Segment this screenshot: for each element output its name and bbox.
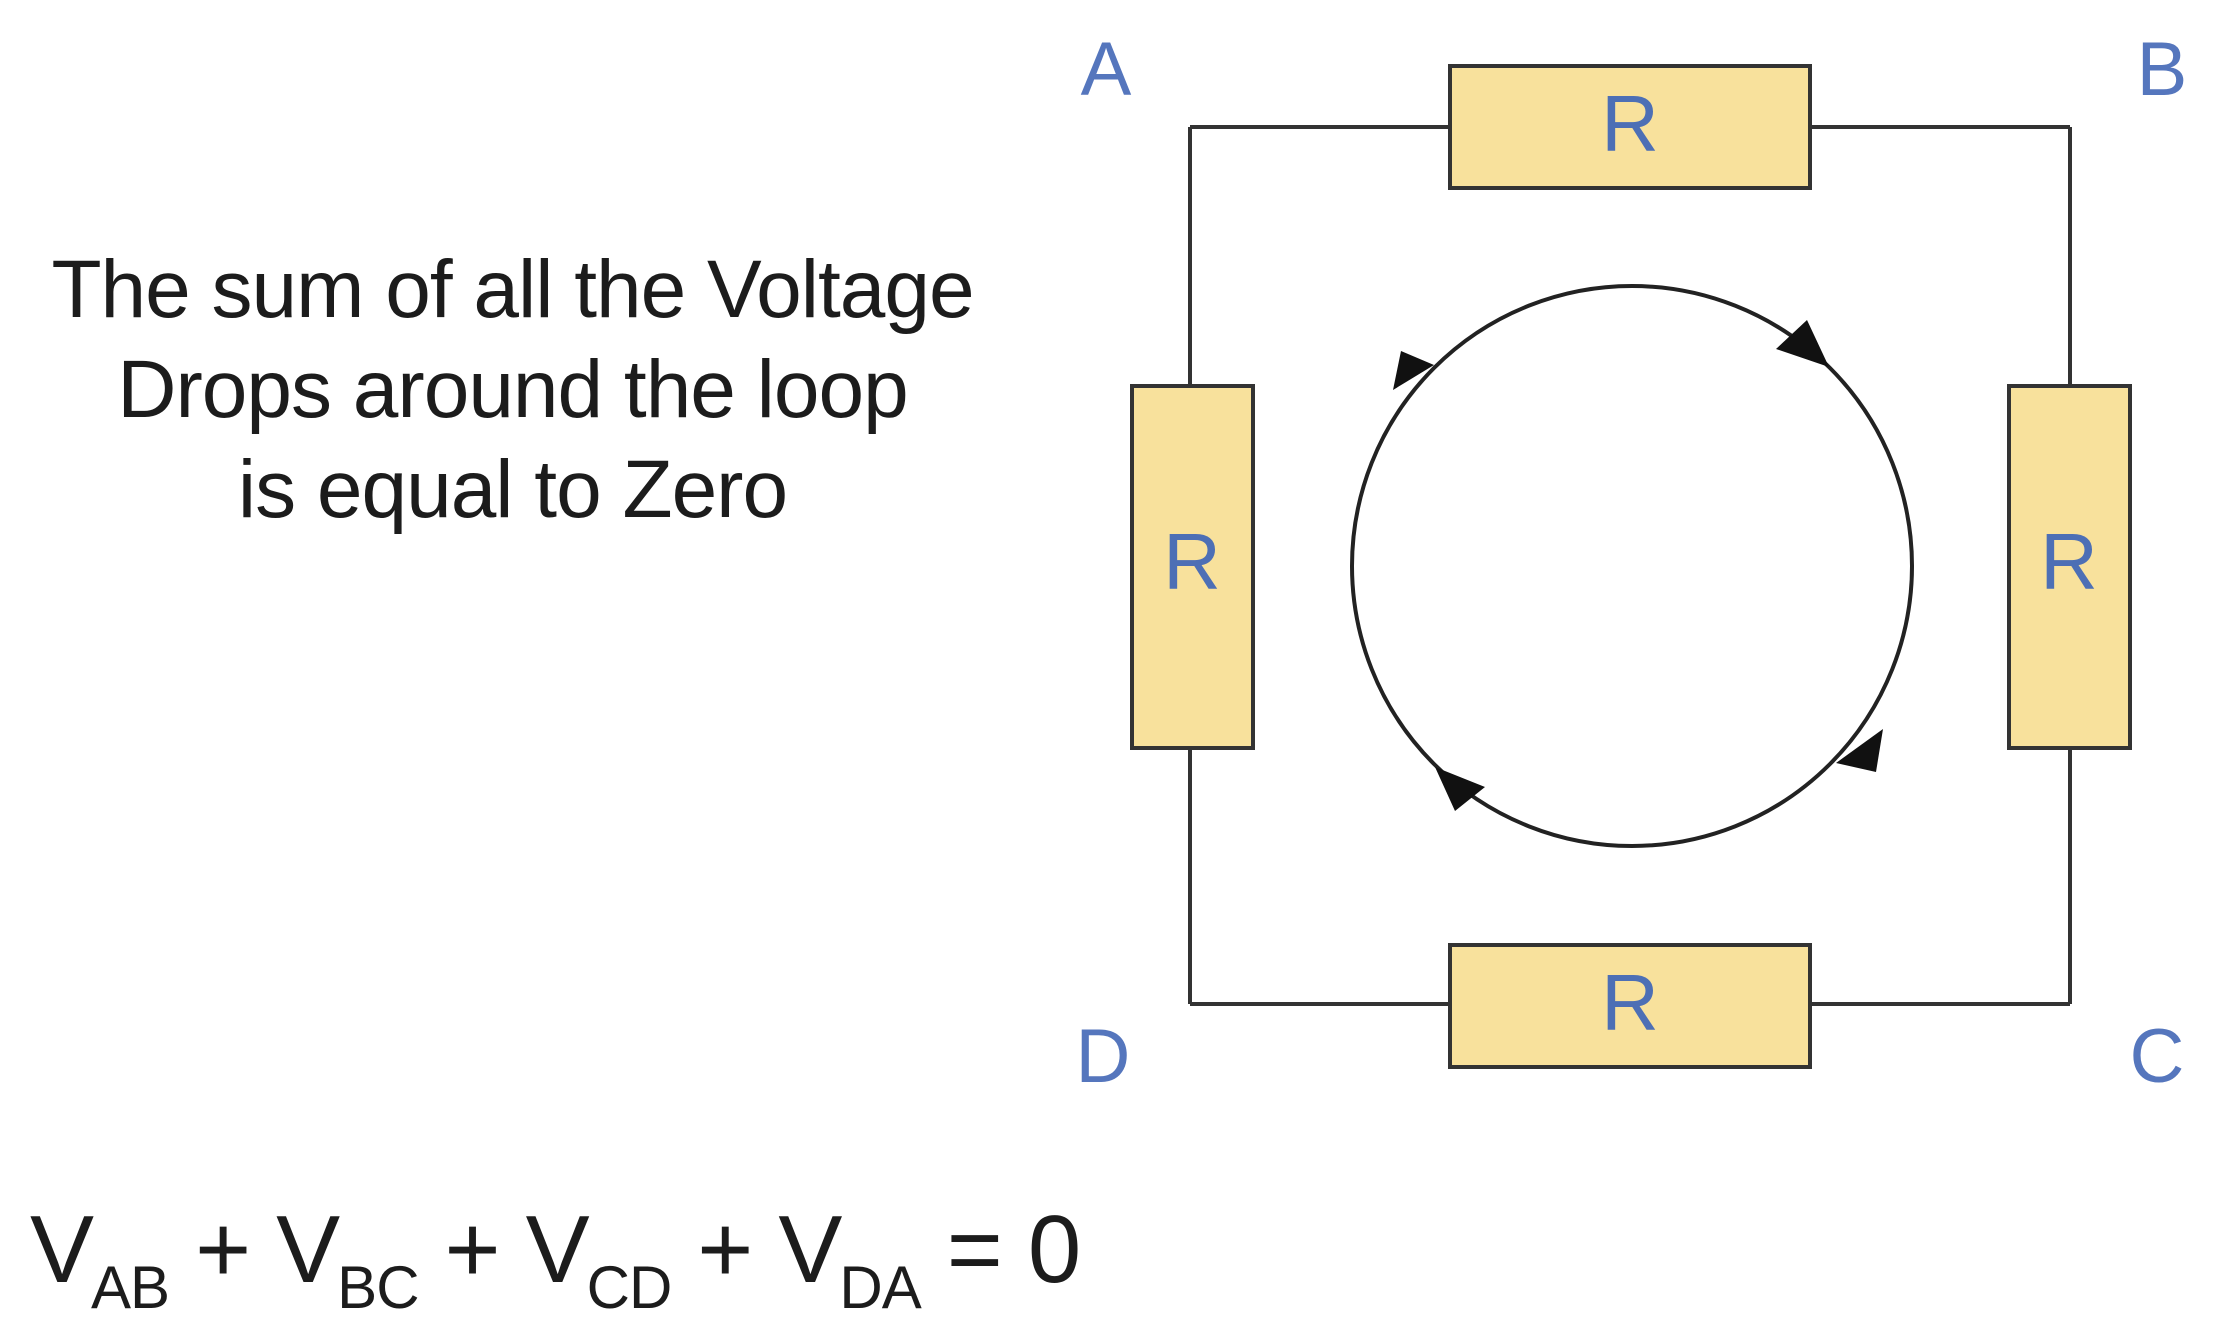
term-cd-symbol: V [525, 1196, 590, 1303]
resistor-top: R [1448, 64, 1812, 190]
loop-circle [1350, 284, 1914, 848]
term-bc-symbol: V [276, 1196, 340, 1303]
resistor-left-body [1130, 384, 1255, 750]
loop-arrow-top-left-icon [1393, 351, 1434, 390]
equation-term-bc: VBC [276, 1196, 419, 1321]
loop-rule-caption: The sum of all the Voltage Drops around … [0, 240, 1025, 540]
equation-plus-2: + [444, 1196, 501, 1303]
term-cd-subscript: CD [586, 1254, 673, 1321]
caption-line-1: The sum of all the Voltage [51, 244, 974, 335]
node-label-d: D [1076, 1014, 1131, 1099]
loop-arrow-bottom-left-icon [1435, 767, 1485, 811]
term-da-symbol: V [778, 1196, 842, 1303]
resistor-bottom: R [1448, 943, 1812, 1069]
resistor-left: R [1130, 384, 1255, 750]
node-label-c: C [2130, 1014, 2185, 1099]
resistor-right: R [2007, 384, 2132, 750]
equation-equals: = [946, 1196, 1003, 1303]
term-da-subscript: DA [839, 1254, 921, 1321]
term-ab-symbol: V [30, 1196, 94, 1303]
caption-line-2: Drops around the loop [117, 344, 908, 435]
node-label-a: A [1081, 27, 1132, 112]
node-labels: A B C D [1076, 27, 2188, 1099]
node-label-b: B [2137, 27, 2188, 112]
equation-term-ab: VAB [30, 1196, 170, 1321]
kvl-equation: VAB+VBC+VCD+VDA=0 [30, 1195, 1081, 1321]
resistor-left-label: R [1163, 517, 1221, 606]
loop-direction-indicator [1350, 284, 1914, 848]
loop-arrow-top-right-icon [1776, 320, 1829, 367]
term-bc-subscript: BC [337, 1254, 419, 1321]
resistor-top-body [1448, 64, 1812, 190]
resistor-right-body [2007, 384, 2132, 750]
equation-plus-1: + [195, 1196, 251, 1303]
caption-line-3: is equal to Zero [237, 444, 788, 535]
equation-term-da: VDA [778, 1196, 921, 1321]
equation-term-cd: VCD [525, 1196, 673, 1321]
resistor-right-label: R [2040, 517, 2098, 606]
resistor-top-label: R [1601, 79, 1659, 168]
equation-plus-3: + [697, 1196, 753, 1303]
resistor-bottom-body [1448, 943, 1812, 1069]
term-ab-subscript: AB [91, 1254, 170, 1321]
loop-arrow-bottom-right-icon [1836, 729, 1883, 772]
resistor-bottom-label: R [1601, 958, 1659, 1047]
circuit-wires [1188, 125, 2072, 1006]
equation-result: 0 [1027, 1196, 1081, 1303]
